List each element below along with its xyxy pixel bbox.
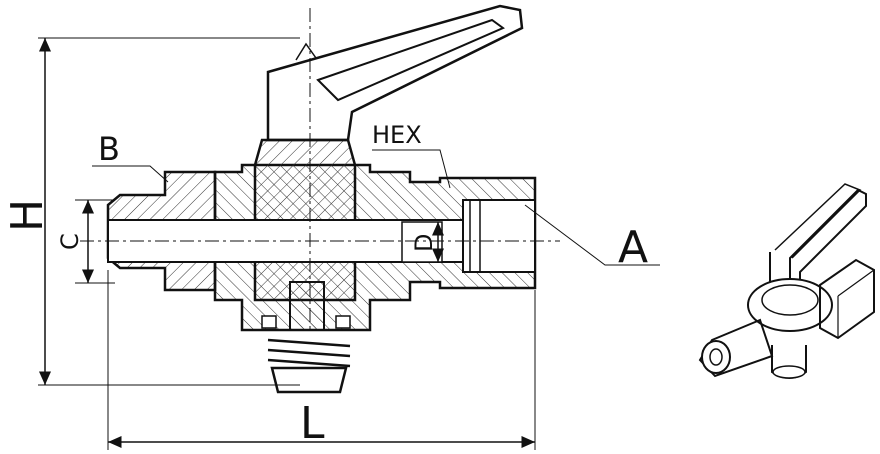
label-b: B: [98, 130, 120, 168]
spring: [267, 338, 351, 394]
dimension-lines: [38, 37, 660, 450]
label-hex: HEX: [372, 121, 422, 149]
valve-body-section: [80, 8, 560, 394]
valve-handle: [266, 4, 524, 142]
label-l: L: [300, 398, 325, 449]
isometric-valve-view: [698, 183, 875, 379]
label-c: C: [56, 233, 84, 250]
label-d: D: [410, 234, 438, 252]
label-h: H: [2, 199, 53, 232]
label-a: A: [618, 222, 648, 273]
